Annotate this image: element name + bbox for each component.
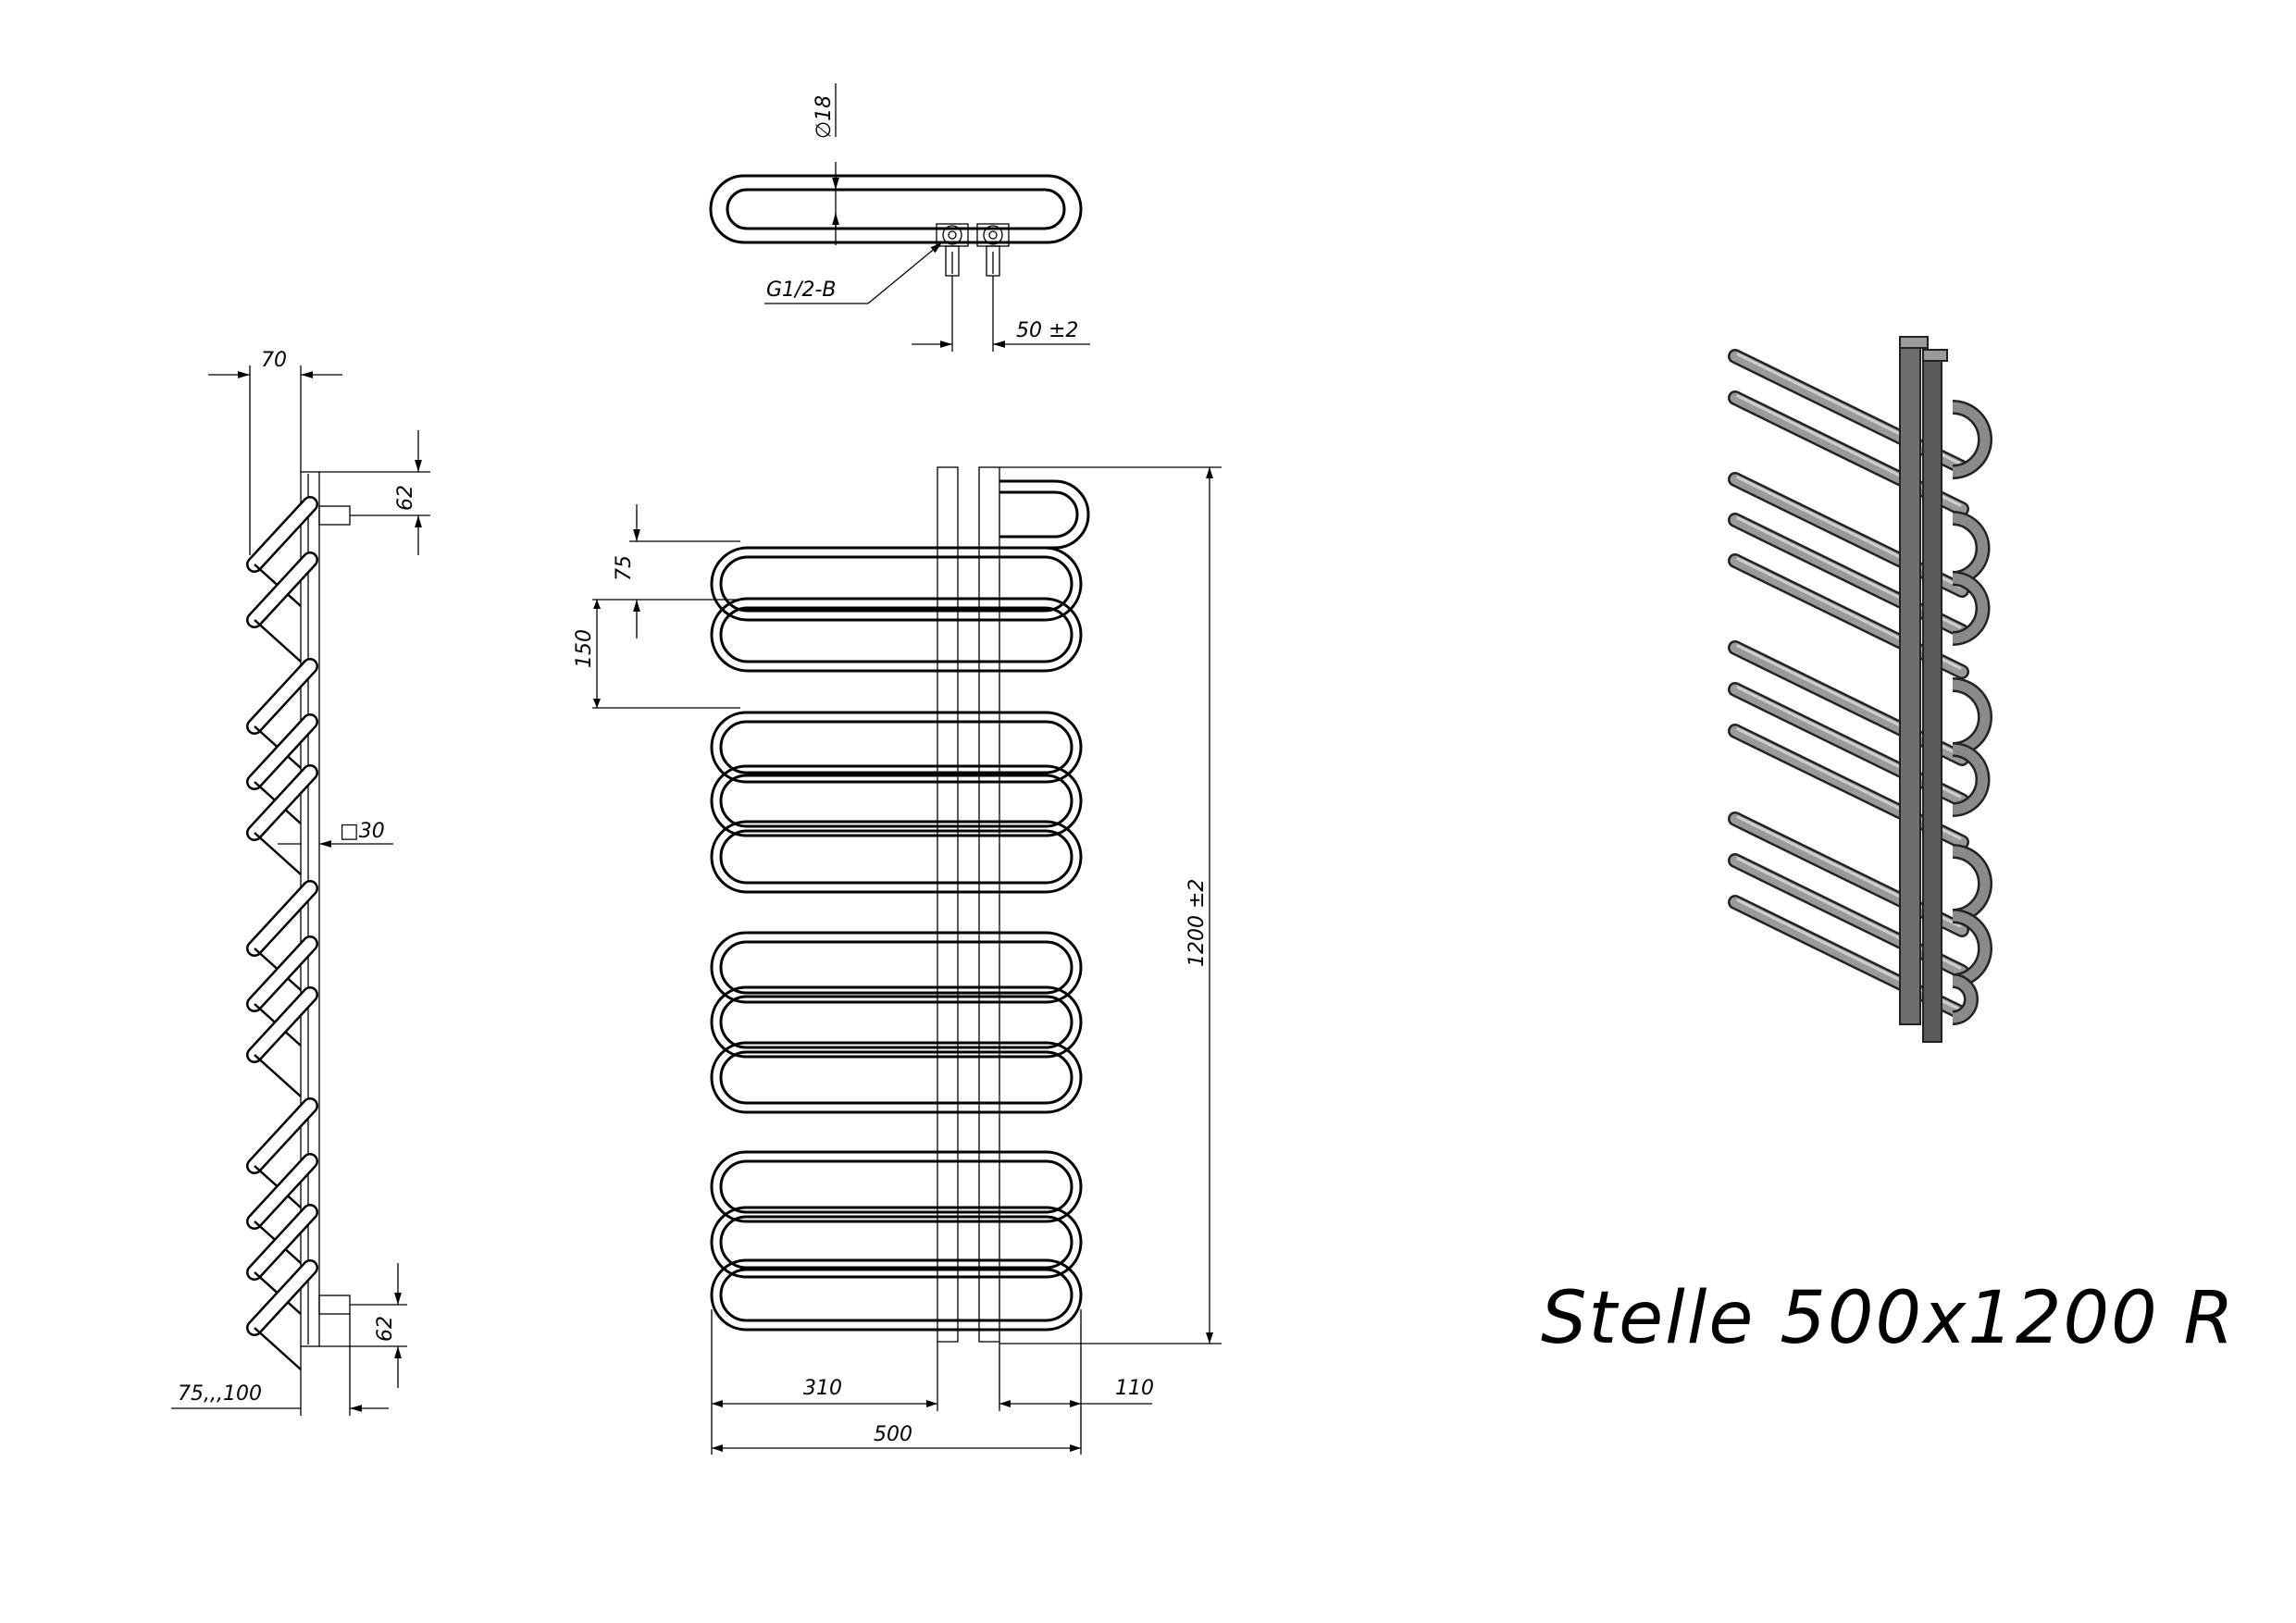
front-loop xyxy=(710,1150,1083,1223)
render-bend xyxy=(1952,677,1992,757)
front-loop-inner xyxy=(719,555,1074,613)
front-top-hook-inner xyxy=(999,490,1079,539)
side-tubes xyxy=(246,496,318,1370)
front-loop xyxy=(710,764,1083,837)
front-loop xyxy=(710,1206,1083,1279)
side-tube xyxy=(246,986,318,1097)
render-bend xyxy=(1952,571,1991,646)
front-loop-inner xyxy=(719,606,1074,663)
front-serpentine-over xyxy=(999,479,1090,550)
front-loop-inner xyxy=(719,1050,1074,1105)
connection-spacing-label: 50 ±2 xyxy=(1016,319,1078,342)
render-3d xyxy=(1728,336,1992,1043)
top-offset-label: 62 xyxy=(394,485,417,511)
front-loop-inner xyxy=(719,940,1074,995)
thread-label: G1/2-B xyxy=(766,279,837,302)
front-loop xyxy=(710,597,1083,673)
front-loop xyxy=(710,1041,1083,1114)
front-loop-inner xyxy=(719,829,1074,885)
front-loop-inner xyxy=(719,1268,1074,1322)
valve-right xyxy=(976,223,1010,277)
render-bend xyxy=(1952,400,1992,479)
front-loop xyxy=(710,1258,1083,1332)
front-loop-inner xyxy=(719,1215,1074,1270)
side-tube xyxy=(246,1259,318,1370)
front-loop xyxy=(710,931,1083,1004)
front-loop xyxy=(710,546,1083,622)
front-loop xyxy=(710,820,1083,894)
front-serpentine xyxy=(710,546,1083,1332)
step-150-label: 150 xyxy=(573,629,596,668)
wall-distance-label: 75,,,100 xyxy=(178,1382,262,1406)
right-width-label: 110 xyxy=(1115,1377,1154,1400)
side-tube xyxy=(246,551,318,663)
total-height-label: 1200 ±2 xyxy=(1185,879,1209,967)
side-depth-label: 70 xyxy=(261,349,287,372)
bottom-offset-label: 62 xyxy=(374,1316,397,1342)
profile-size-label: □30 xyxy=(340,820,385,843)
total-width-label: 500 xyxy=(874,1423,912,1446)
front-loop-inner xyxy=(719,1159,1074,1214)
front-loop-inner xyxy=(719,774,1074,828)
render-bend xyxy=(1952,742,1991,817)
front-loop-inner xyxy=(719,995,1074,1049)
front-loop-inner xyxy=(719,720,1074,774)
front-loop xyxy=(710,985,1083,1059)
step-75-label: 75 xyxy=(613,555,636,581)
top-view: ∅18 G1/2-B 50 ±2 xyxy=(709,83,1090,352)
front-loop xyxy=(710,711,1083,784)
side-tube xyxy=(246,764,318,875)
left-width-label: 310 xyxy=(803,1377,842,1400)
render-bend xyxy=(1952,973,1979,1025)
valve-left xyxy=(936,223,969,277)
product-title: Stelle 500x1200 R xyxy=(1541,1277,2236,1360)
front-top-hook xyxy=(999,479,1090,550)
render-bend xyxy=(1952,844,1992,923)
render-bend xyxy=(1952,511,1991,586)
pipe-diameter-label: ∅18 xyxy=(813,95,836,139)
side-view: 70 62 62 □30 75,,,100 xyxy=(171,349,430,1416)
front-view: 75 150 1200 ±2 310 110 500 xyxy=(573,466,1222,1455)
